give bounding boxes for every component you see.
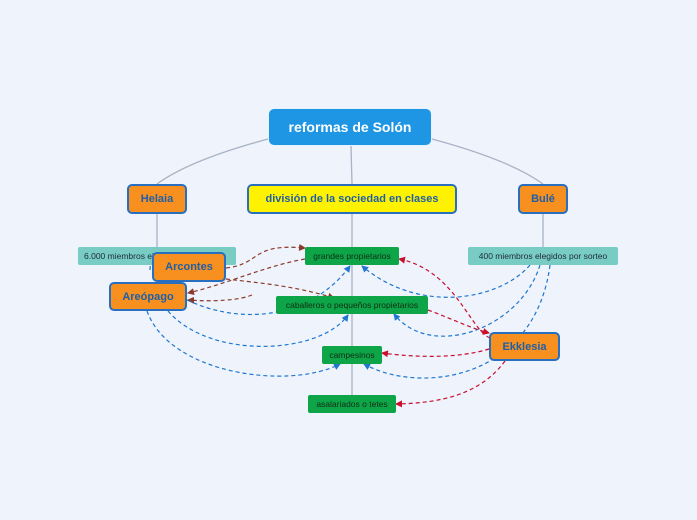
- relation-arrow-brown: [187, 258, 306, 296]
- helaia-label: Helaia: [140, 193, 174, 205]
- class-label: caballeros o pequeños propietarios: [285, 300, 419, 310]
- relation-arrow-red: [395, 360, 506, 408]
- tree-line-root-bule: [431, 138, 544, 185]
- bule-detail-node[interactable]: 400 miembros elegidos por sorteo: [468, 247, 618, 265]
- class-node-asalariados[interactable]: asalariados o tetes: [308, 395, 396, 413]
- root-label: reformas de Solón: [288, 119, 412, 135]
- bule-label: Bulé: [531, 193, 555, 205]
- class-node-grandes-propietarios[interactable]: grandes propietarios: [305, 247, 399, 265]
- class-label: asalariados o tetes: [316, 399, 388, 409]
- tree-line-root-helaia: [156, 138, 269, 185]
- root-node[interactable]: reformas de Solón: [268, 108, 432, 146]
- relation-arrow-blue: [149, 253, 163, 271]
- relation-arrow-red: [381, 348, 490, 358]
- ekklesia-label: Ekklesia: [502, 340, 547, 353]
- helaia-detail-label: 6.000 miembros elegidos por sorteo: [84, 251, 220, 261]
- ekklesia-node[interactable]: Ekklesia: [489, 332, 560, 361]
- relation-arrow-brown: [225, 278, 335, 300]
- areopago-label: Areópago: [122, 290, 174, 303]
- relation-arrow-brown: [225, 243, 306, 269]
- relation-arrow-blue: [146, 310, 341, 377]
- bule-node[interactable]: Bulé: [518, 184, 568, 214]
- class-node-caballeros[interactable]: caballeros o pequeños propietarios: [276, 296, 428, 314]
- relation-arrow-blue: [361, 264, 531, 298]
- division-label: división de la sociedad en clases: [265, 193, 439, 205]
- areopago-node[interactable]: Areópago: [109, 282, 187, 311]
- class-node-campesinos[interactable]: campesinos: [322, 346, 382, 364]
- class-label: campesinos: [329, 350, 375, 360]
- relation-arrow-blue: [363, 264, 551, 379]
- bule-detail-label: 400 miembros elegidos por sorteo: [478, 251, 608, 261]
- helaia-node[interactable]: Helaia: [127, 184, 187, 214]
- class-label: grandes propietarios: [313, 251, 391, 261]
- arcontes-node[interactable]: Arcontes: [152, 252, 226, 282]
- relation-arrow-blue: [167, 310, 349, 347]
- division-node[interactable]: división de la sociedad en clases: [247, 184, 457, 214]
- relation-arrow-blue: [393, 264, 541, 337]
- relation-arrow-blue: [186, 265, 351, 316]
- relation-arrow-brown: [187, 294, 253, 304]
- tree-line-root-division: [350, 145, 353, 185]
- relation-arrow-red: [427, 309, 490, 335]
- arcontes-label: Arcontes: [165, 261, 213, 273]
